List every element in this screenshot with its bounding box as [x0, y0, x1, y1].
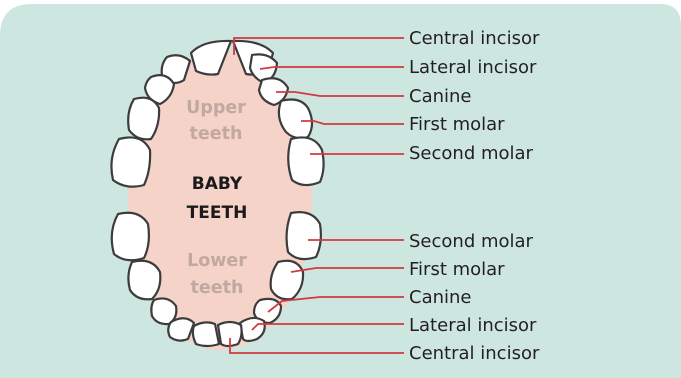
- label-lower-lateral-incisor: Lateral incisor: [409, 315, 537, 336]
- lower-teeth-label-line1: Lower: [187, 251, 247, 271]
- label-upper-canine: Canine: [409, 86, 472, 107]
- lower-first-molar-right: [271, 261, 303, 300]
- upper-first-molar-left: [128, 98, 159, 140]
- label-lower-second-molar: Second molar: [409, 231, 534, 252]
- label-upper-lateral-incisor: Lateral incisor: [409, 57, 537, 78]
- label-lower-canine: Canine: [409, 287, 472, 308]
- background-panel: [0, 4, 681, 378]
- label-upper-first-molar: First molar: [409, 114, 505, 135]
- lower-central-incisor-left: [193, 322, 219, 346]
- label-upper-central-incisor: Central incisor: [409, 28, 540, 49]
- upper-teeth-label-line2: teeth: [190, 124, 243, 144]
- lower-first-molar-left: [128, 261, 160, 300]
- lower-second-molar-right: [287, 212, 321, 259]
- label-lower-central-incisor: Central incisor: [409, 343, 540, 364]
- diagram-title-line1: BABY: [192, 174, 243, 194]
- upper-second-molar-left: [111, 137, 150, 186]
- label-upper-second-molar: Second molar: [409, 143, 534, 164]
- upper-teeth-label-line1: Upper: [186, 98, 246, 118]
- lower-second-molar-left: [112, 213, 149, 261]
- diagram-title-line2: TEETH: [187, 203, 248, 223]
- lower-teeth-label-line2: teeth: [191, 278, 244, 298]
- label-lower-first-molar: First molar: [409, 259, 505, 280]
- upper-second-molar-right: [288, 137, 323, 185]
